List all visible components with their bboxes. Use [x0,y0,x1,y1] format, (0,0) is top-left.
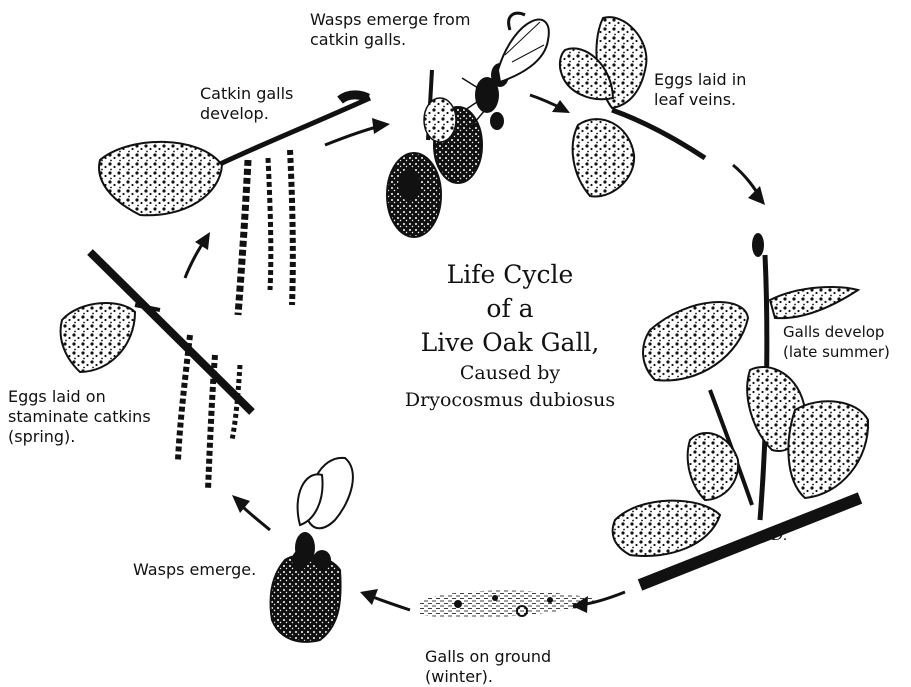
wasp-emerge-illustration [271,458,353,642]
arrow-right-down [733,165,765,205]
galls-develop-illustration [613,233,868,585]
title-line-5: Dryocosmus dubiosus [390,387,630,414]
arrow-bottom-left [360,589,410,610]
label-wasps-emerge: Wasps emerge. [133,560,256,580]
title-line-3: Live Oak Gall, [390,326,630,360]
diagram-title: Life Cycle of a Live Oak Gall, Caused by… [390,258,630,414]
label-eggs-catkins: Eggs laid on staminate catkins (spring). [8,387,151,447]
label-catkin-galls: Catkin galls develop. [200,84,293,124]
label-eggs-leaf-veins: Eggs laid in leaf veins. [654,70,746,110]
title-line-2: of a [390,292,630,326]
arrow-left-upper [185,232,210,278]
title-line-1: Life Cycle [390,258,630,292]
label-galls-develop: Galls develop (late summer) [783,322,890,362]
label-galls-ground: Galls on ground (winter). [425,647,551,687]
arrow-bottom-right [572,592,625,613]
label-wasps-from-catkin: Wasps emerge from catkin galls. [310,10,470,50]
arrow-top-to-right [530,95,570,113]
arrow-left-up [232,495,270,530]
title-line-4: Caused by [390,360,630,387]
galls-ground-illustration [420,591,600,618]
catkin-galls-illustration [99,95,370,315]
staminate-catkins-illustration [61,252,252,490]
arrow-upper-right [325,118,390,145]
artist-signature: D. [772,526,787,546]
